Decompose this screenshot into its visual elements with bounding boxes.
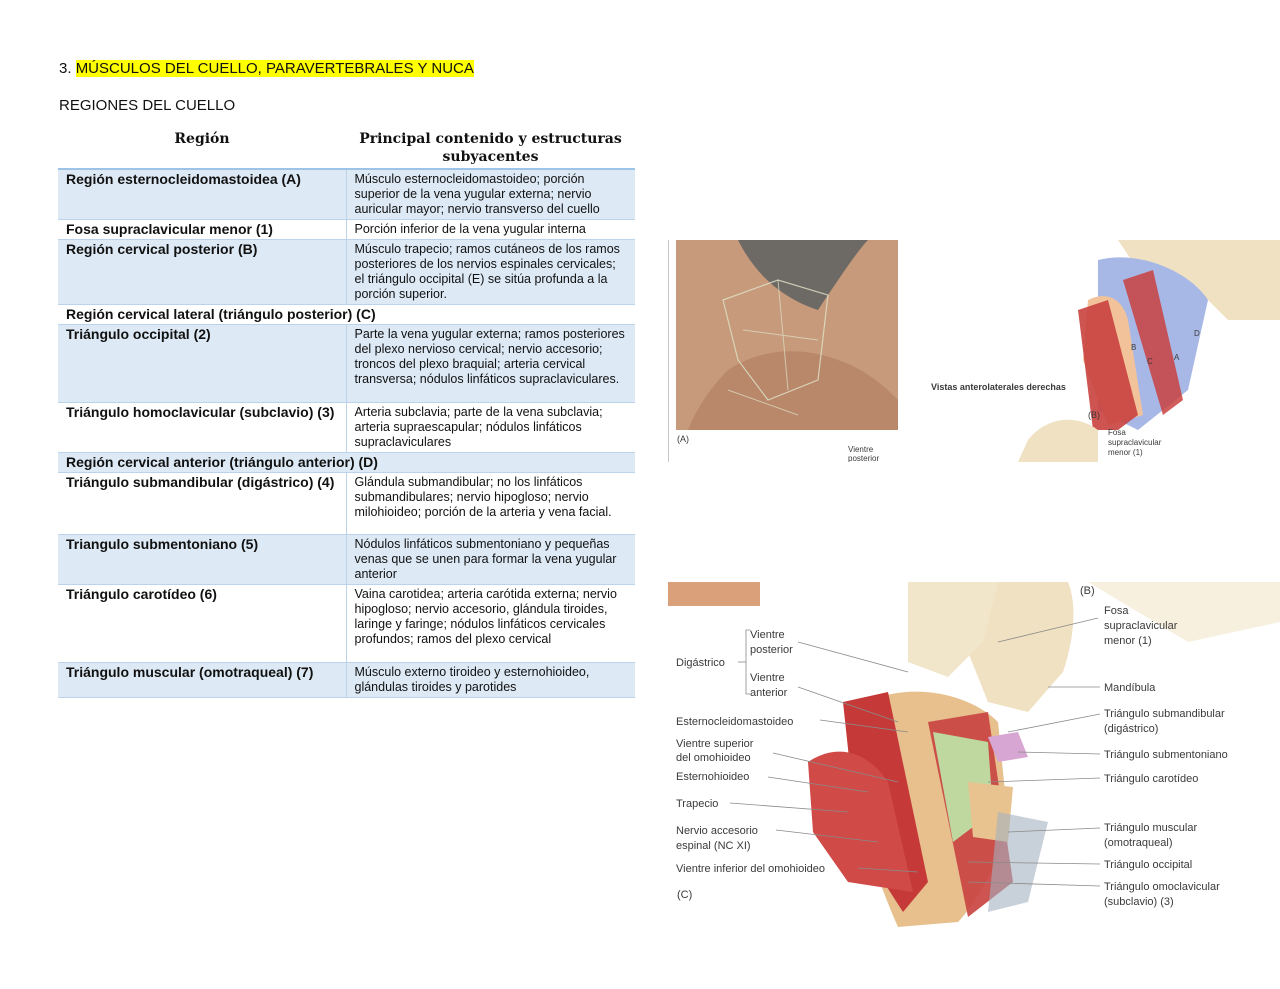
region-letter-d: D [1194,329,1200,338]
fosa-line-1: Fosa [1108,428,1126,437]
section-heading: 3. MÚSCULOS DEL CUELLO, PARAVERTEBRALES … [59,60,474,77]
table-row: Región cervical posterior (B) Músculo tr… [58,239,635,305]
neck-photo [676,240,898,430]
table-row: Triangulo submentoniano (5) Nódulos linf… [58,534,635,585]
right-label: (omotraqueal) [1104,837,1172,849]
content-cell: Nódulos linfáticos submentoniano y peque… [345,534,635,585]
header-content: Principal contenido y estructuras subyac… [346,130,635,170]
region-letter-a: A [1174,353,1180,362]
vientre-anterior-2: anterior [750,687,788,699]
vientre-line-2: posterior [848,454,879,462]
neck-muscle-illustration [808,582,1280,927]
table-row: Triángulo submandibular (digástrico) (4)… [58,472,635,535]
subheading: REGIONES DEL CUELLO [59,97,236,114]
left-label: espinal (NC XI) [676,840,751,852]
content-cell: Parte la vena yugular externa; ramos pos… [345,324,635,403]
table-row: Triángulo muscular (omotraqueal) (7) Mús… [58,662,635,698]
vientre-posterior-2: posterior [750,644,793,656]
right-label: Triángulo occipital [1104,859,1192,871]
content-cell: Músculo esternocleidomastoideo; porción … [345,169,635,220]
region-cell: Triángulo homoclavicular (subclavio) (3) [58,402,346,453]
table-header-row: Región Principal contenido y estructuras… [58,130,635,170]
region-cell: Triángulo muscular (omotraqueal) (7) [58,662,346,698]
left-label: Vientre inferior del omohioideo [676,863,825,875]
neck-anatomy-figure-bottom: (B) (C) Digástrico Vientre posterior Vie… [668,582,1280,928]
fig-label-b: (B) [1080,585,1095,597]
neck-anatomy-figure-top: (A) Vistas anterolaterales derechas (B) … [668,240,1280,462]
region-cell: Triángulo occipital (2) [58,324,346,403]
section-number: 3. [59,60,72,77]
content-cell: Arteria subclavia; parte de la vena subc… [345,402,635,453]
right-label: Triángulo carotídeo [1104,773,1198,785]
region-cell: Región cervical posterior (B) [58,239,346,305]
left-label: Esternocleidomastoideo [676,716,793,728]
right-label: Triángulo omoclavicular [1104,881,1220,893]
right-label: menor (1) [1104,635,1152,647]
right-label: Fosa [1104,605,1129,617]
region-cell: Fosa supraclavicular menor (1) [58,219,346,240]
content-cell: Músculo externo tiroideo y esternohioide… [345,662,635,698]
table-row: Región cervical lateral (triángulo poste… [58,304,635,325]
fig-caption: Vistas anterolaterales derechas [931,382,1066,392]
region-cell: Triángulo submandibular (digástrico) (4) [58,472,346,535]
section-title: MÚSCULOS DEL CUELLO, PARAVERTEBRALES Y N… [75,60,474,77]
table-row: Triángulo carotídeo (6) Vaina carotidea;… [58,584,635,663]
table-row: Fosa supraclavicular menor (1) Porción i… [58,219,635,240]
content-cell: Porción inferior de la vena yugular inte… [345,219,635,240]
content-cell: Vaina carotidea; arteria carótida extern… [345,584,635,663]
table-row: Región esternocleidomastoidea (A) Múscul… [58,169,635,220]
region-cell: Triangulo submentoniano (5) [58,534,346,585]
content-cell: Glándula submandibular; no los linfático… [345,472,635,535]
vientre-posterior-1: Vientre [750,629,785,641]
fig-label-c: (C) [677,889,692,901]
right-label: (digástrico) [1104,723,1158,735]
region-letter-b: B [1131,343,1136,352]
neck-skeleton-illustration [1018,240,1280,462]
region-cell: Región esternocleidomastoidea (A) [58,169,346,220]
region-group-cell: Región cervical lateral (triángulo poste… [58,304,635,325]
right-label: supraclavicular [1104,620,1178,632]
right-label: Triángulo muscular [1104,822,1197,834]
left-label: Vientre superior [676,738,754,750]
header-region: Región [58,130,346,170]
region-cell: Triángulo carotídeo (6) [58,584,346,663]
right-label: (subclavio) (3) [1104,896,1174,908]
leader-lines [729,617,1101,887]
region-letter-c: C [1147,357,1153,366]
left-label: Trapecio [676,798,718,810]
left-label: del omohioideo [676,752,751,764]
neck-regions-table: Región Principal contenido y estructuras… [58,130,635,698]
vientre-line-1: Vientre [848,445,874,454]
right-label: Triángulo submandibular [1104,708,1225,720]
table-row: Triángulo homoclavicular (subclavio) (3)… [58,402,635,453]
content-cell: Músculo trapecio; ramos cutáneos de los … [345,239,635,305]
fig-label-b: (B) [1088,410,1100,420]
right-label: Mandíbula [1104,682,1156,694]
left-label: Esternohioideo [676,771,749,783]
region-group-cell: Región cervical anterior (triángulo ante… [58,452,635,473]
table-row: Región cervical anterior (triángulo ante… [58,452,635,473]
fosa-line-2: supraclavicular [1108,438,1162,447]
left-label: Nervio accesorio [676,825,758,837]
right-label: Triángulo submentoniano [1104,749,1228,761]
table-row: Triángulo occipital (2) Parte la vena yu… [58,324,635,403]
fosa-line-3: menor (1) [1108,448,1143,457]
digastrico-label: Digástrico [676,657,725,669]
fig-label-a: (A) [677,434,689,444]
vientre-anterior-1: Vientre [750,672,785,684]
